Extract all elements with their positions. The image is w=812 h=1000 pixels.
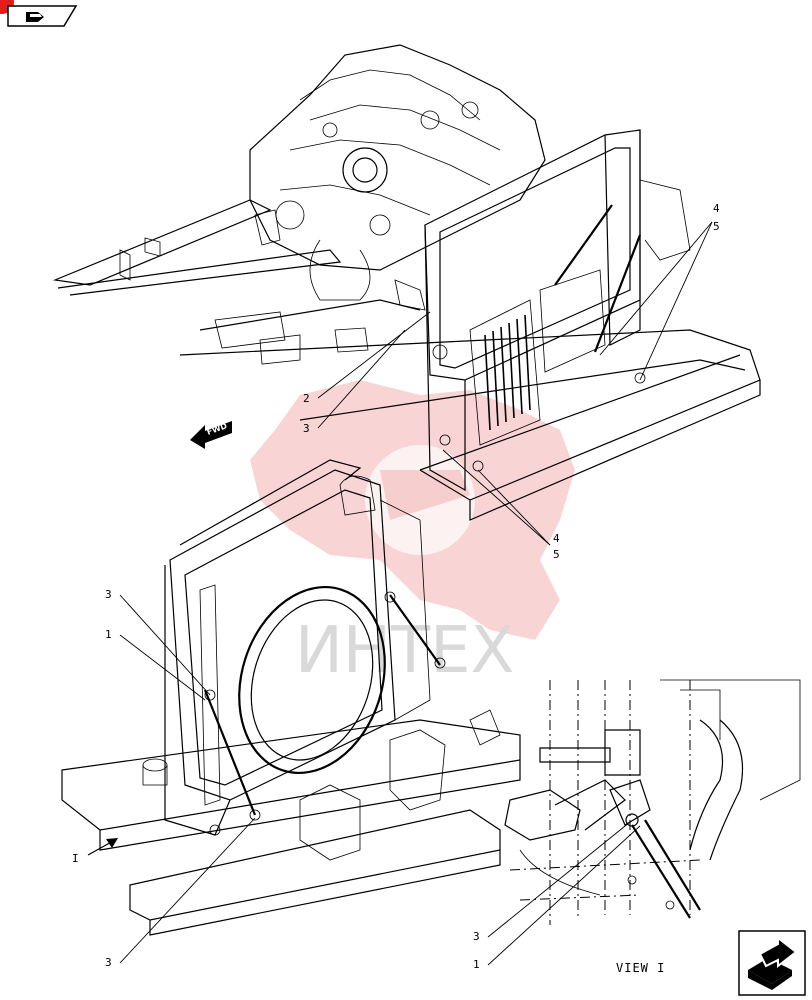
callouts: 2 3 4 5 4 5 3 1 3 3 1 (105, 202, 720, 971)
view-i-detail (504, 679, 801, 925)
view-i-caption: VIEW I (616, 961, 665, 975)
engine-block (249, 44, 546, 311)
callout-4-mid: 4 (553, 532, 560, 545)
cooler-core-hatching (484, 314, 531, 431)
upper-radiator (424, 129, 691, 492)
callout-5-mid: 5 (553, 548, 560, 561)
fwd-arrow-icon: FWD (190, 421, 232, 449)
callout-2-upper: 2 (303, 392, 310, 405)
callout-3-lower-top: 3 (105, 588, 112, 601)
callout-3-view: 3 (473, 930, 480, 943)
callout-4-upper-right: 4 (713, 202, 720, 215)
view-marker-label: I (72, 852, 79, 865)
callout-1-lower: 1 (105, 628, 112, 641)
next-page-icon[interactable] (738, 930, 806, 996)
upper-frame (52, 199, 761, 521)
callout-1-view: 1 (473, 958, 480, 971)
callout-5-upper-right: 5 (713, 220, 720, 233)
callout-3-lower-bottom: 3 (105, 956, 112, 969)
lower-radiator (164, 459, 446, 836)
watermark-text: ИНТЕХ (295, 614, 514, 688)
view-direction-arrow: I (72, 838, 118, 865)
lower-frame (61, 709, 521, 936)
callout-3-upper: 3 (303, 422, 310, 435)
nav-tab-book-icon[interactable] (6, 4, 78, 28)
watermark-gear-logo (250, 380, 575, 640)
